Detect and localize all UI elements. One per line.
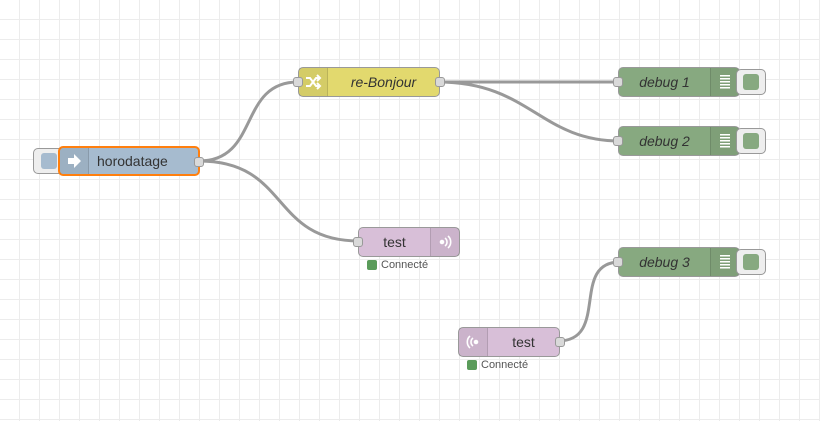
debug-node-1[interactable]: debug 1 xyxy=(613,67,740,97)
mqtt-out-node-test[interactable]: test xyxy=(353,227,460,257)
node-label: re-Bonjour xyxy=(350,74,417,90)
wire-inject-to-change[interactable] xyxy=(198,80,299,163)
input-port[interactable] xyxy=(353,237,363,247)
status-dot xyxy=(467,360,477,370)
status-text: Connecté xyxy=(481,359,529,371)
output-port[interactable] xyxy=(194,157,204,167)
inject-node-horodatage[interactable]: horodatage xyxy=(58,146,204,176)
wire-inject-to-mqtt-out[interactable] xyxy=(198,159,360,243)
wire-mqtt-in-to-debug3[interactable] xyxy=(557,260,621,343)
arrow-in-icon xyxy=(60,148,89,174)
toggle-indicator xyxy=(743,133,759,149)
debug-toggle-button-1[interactable] xyxy=(736,69,766,95)
list-icon xyxy=(710,68,739,96)
status-indicator: Connecté xyxy=(467,359,528,371)
output-port[interactable] xyxy=(435,77,445,87)
debug-toggle-button-3[interactable] xyxy=(736,249,766,275)
node-label: horodatage xyxy=(97,153,168,169)
list-icon xyxy=(710,248,739,276)
toggle-indicator xyxy=(743,74,759,90)
node-label: debug 1 xyxy=(639,74,690,90)
broadcast-icon xyxy=(459,328,488,356)
status-indicator: Connecté xyxy=(367,259,428,271)
status-text: Connecté xyxy=(381,259,429,271)
shuffle-icon xyxy=(299,68,328,96)
debug-node-3[interactable]: debug 3 xyxy=(613,247,740,277)
output-port[interactable] xyxy=(555,337,565,347)
mqtt-in-node-test[interactable]: test xyxy=(458,327,565,357)
node-label: test xyxy=(512,334,535,350)
input-port[interactable] xyxy=(613,77,623,87)
change-node-re-bonjour[interactable]: re-Bonjour xyxy=(293,67,445,97)
debug-node-2[interactable]: debug 2 xyxy=(613,126,740,156)
inject-button-icon xyxy=(41,153,57,169)
status-dot xyxy=(367,260,377,270)
input-port[interactable] xyxy=(613,136,623,146)
toggle-indicator xyxy=(743,254,759,270)
list-icon xyxy=(710,127,739,155)
input-port[interactable] xyxy=(293,77,303,87)
input-port[interactable] xyxy=(613,257,623,267)
debug-toggle-button-2[interactable] xyxy=(736,128,766,154)
node-label: debug 3 xyxy=(639,254,690,270)
node-label: test xyxy=(383,234,406,250)
wire-change-to-debug2[interactable] xyxy=(437,80,621,143)
node-label: debug 2 xyxy=(639,133,690,149)
broadcast-icon xyxy=(430,228,459,256)
